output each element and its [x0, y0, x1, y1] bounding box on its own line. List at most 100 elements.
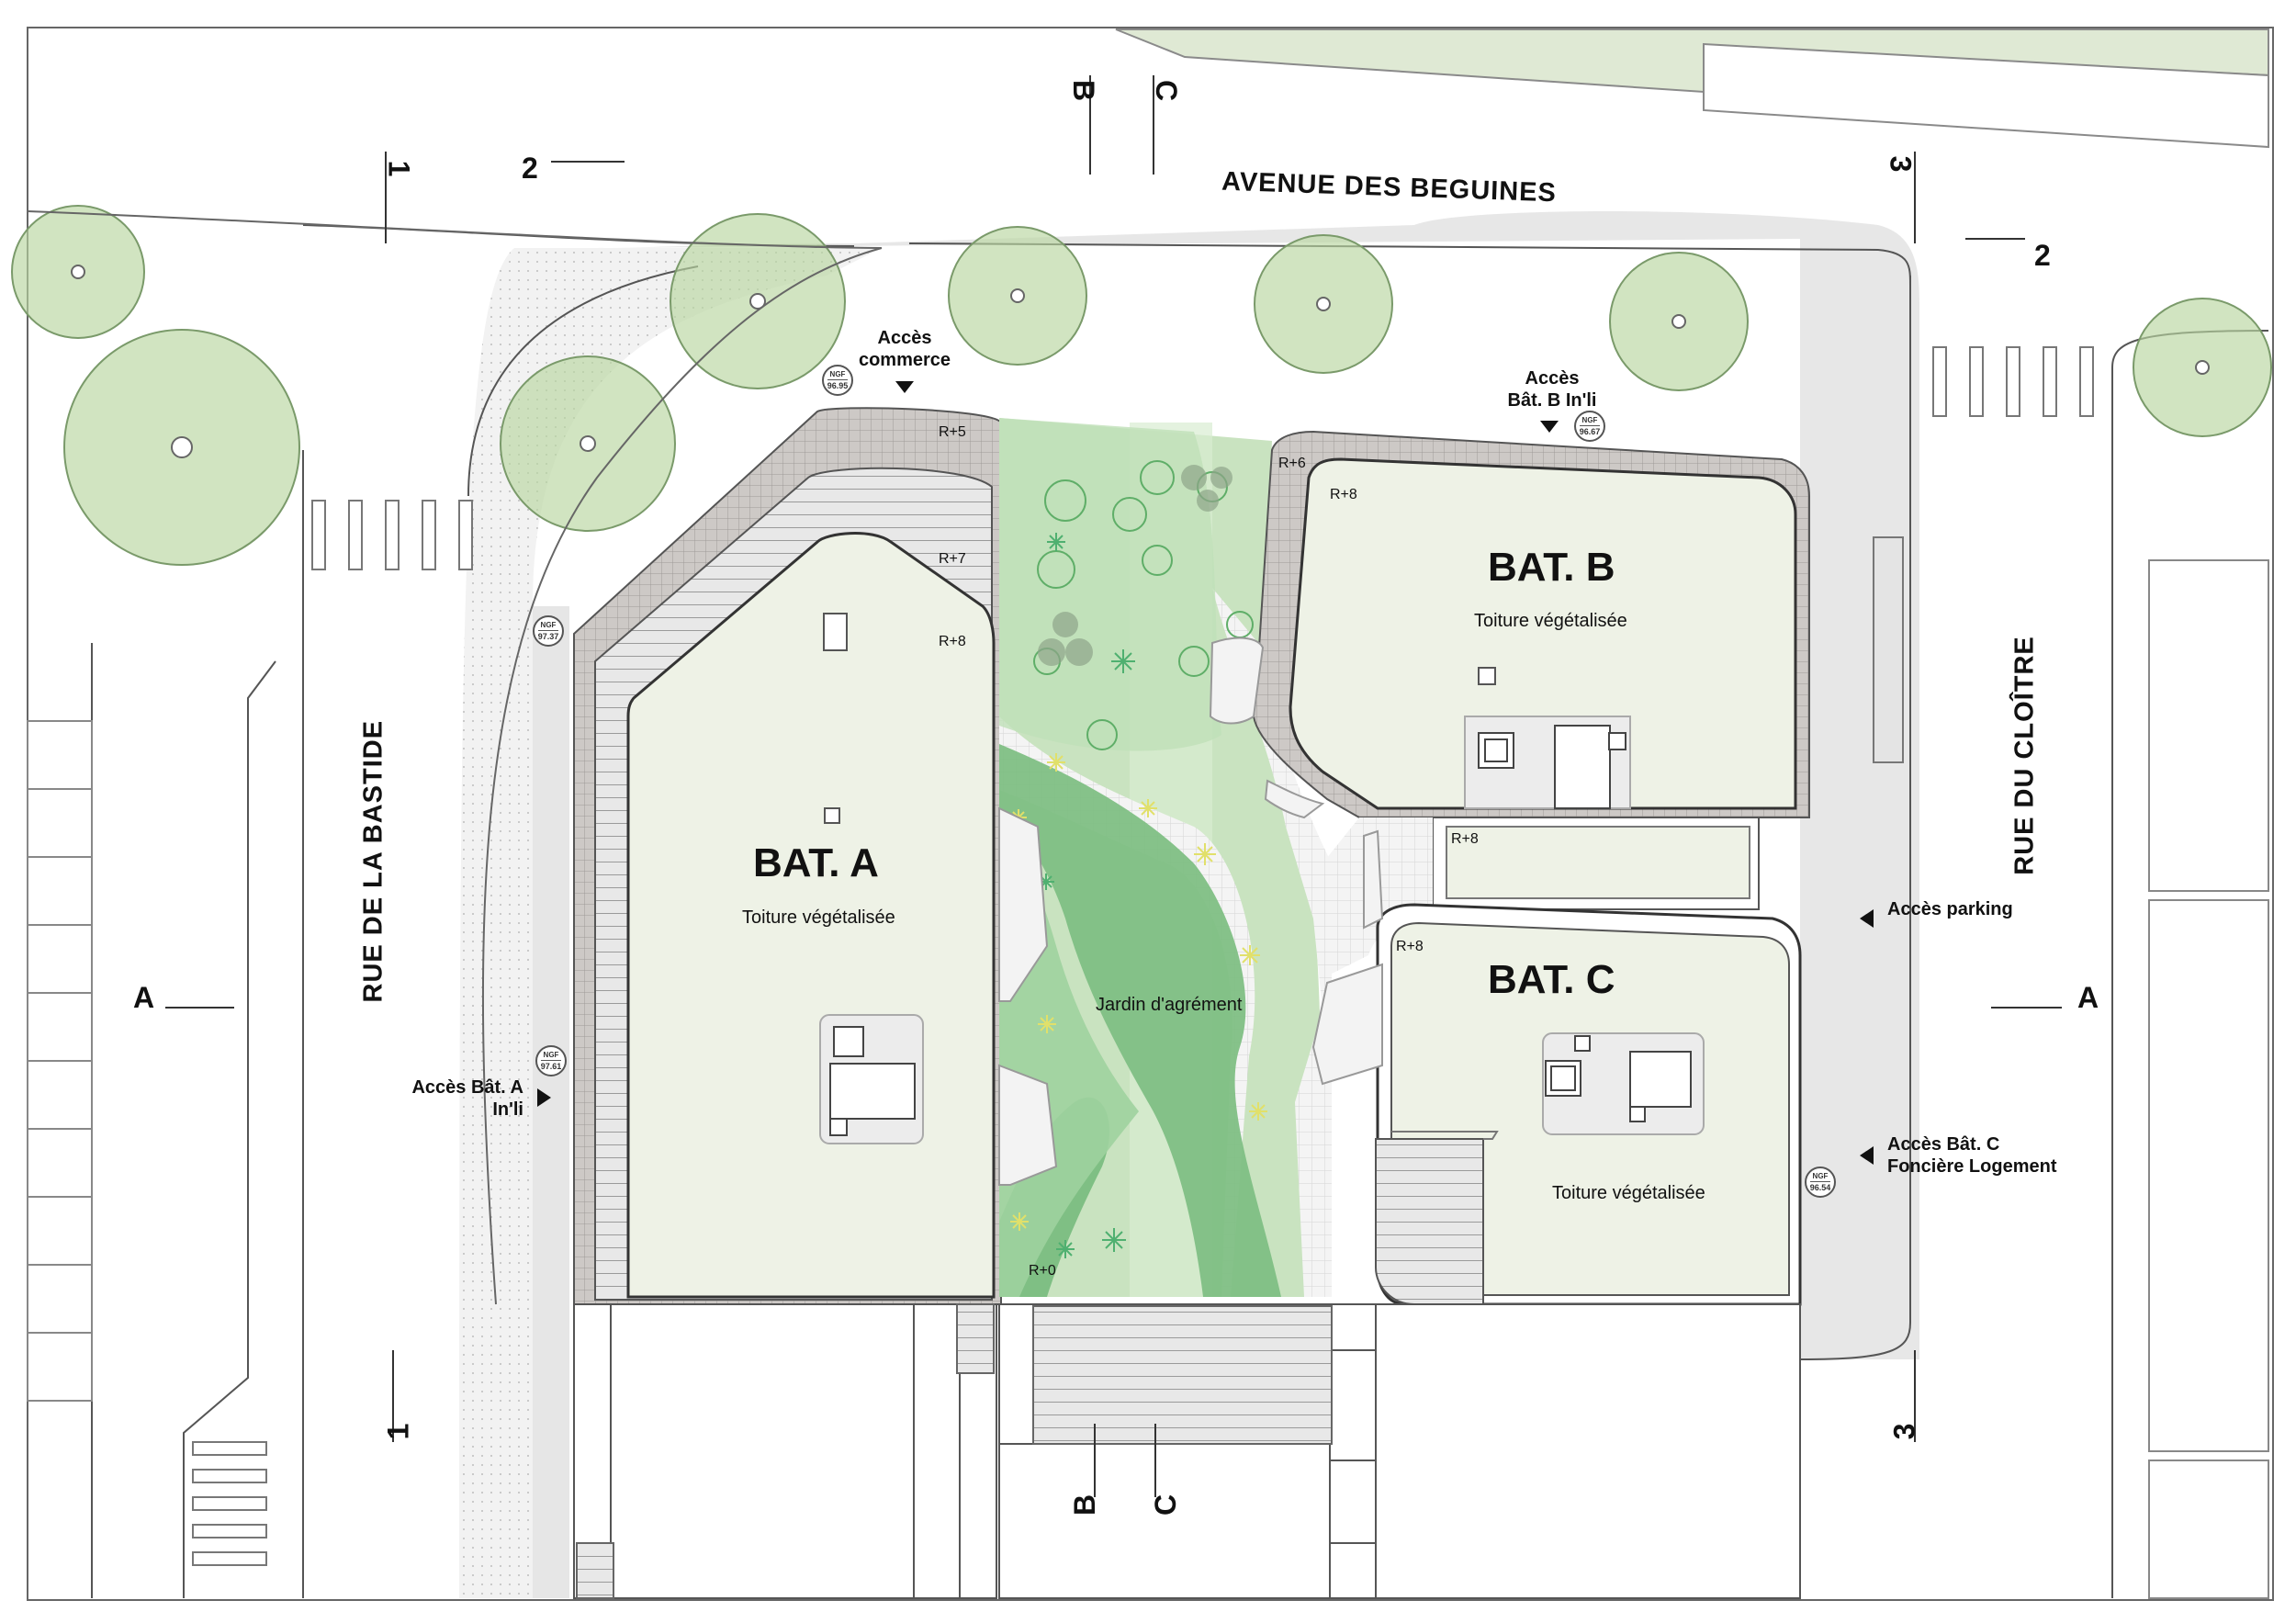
- street-name-east: RUE DU CLOÎTRE: [2009, 636, 2040, 875]
- access-arrows: [537, 381, 1874, 1165]
- arc-curve-2: [481, 247, 883, 1305]
- cut-label-c-top: C: [1150, 79, 1184, 102]
- cut-label-3-top: 3: [1884, 155, 1918, 173]
- arrow-parking: [1860, 909, 1874, 928]
- access-bat-b-line1: Accès: [1525, 368, 1580, 389]
- access-bat-b-label: Accès Bât. B In'li: [1488, 367, 1616, 411]
- ngf-marker-west-top: NGF 97.37: [533, 615, 564, 647]
- level-garden-r0: R+0: [1029, 1263, 1056, 1279]
- access-bat-a-line1: Accès Bât. A: [411, 1077, 523, 1098]
- access-bat-b-line2: Bât. B In'li: [1507, 390, 1597, 411]
- access-commerce-label: Accès commerce: [854, 327, 955, 371]
- garden-bays: [998, 637, 1384, 1186]
- ngf-marker-commerce: NGF 96.95: [822, 365, 853, 396]
- access-bat-c-line2: Foncière Logement: [1887, 1156, 2057, 1177]
- cut-label-c-bottom: C: [1149, 1493, 1183, 1516]
- ngf-label: NGF: [829, 370, 846, 378]
- arrow-bat-c: [1860, 1146, 1874, 1165]
- cut-label-1-bottom: 1: [381, 1423, 415, 1440]
- parking-stalls-east: [2148, 559, 2269, 1599]
- arc-curve: [27, 210, 883, 249]
- level-bc-r8: R+8: [1451, 831, 1479, 847]
- level-a-r5: R+5: [939, 424, 966, 440]
- parking-stalls-west: [27, 720, 93, 1402]
- bat-c-name: BAT. C: [1488, 957, 1615, 1002]
- bat-a-roof-equipment-2: [829, 1063, 916, 1120]
- bat-b-roof-equipment-1-inner: [1484, 738, 1508, 762]
- section-cut-lines: [165, 75, 2062, 1497]
- ngf-value-bat-a: 97.61: [540, 1062, 562, 1071]
- level-a-r7: R+7: [939, 551, 966, 567]
- tree-trunks: [71, 265, 2210, 458]
- garden-upper-light: [999, 418, 1221, 751]
- access-parking-label: Accès parking: [1887, 899, 2013, 919]
- bat-a-name: BAT. A: [753, 840, 879, 885]
- cut-label-2-right: 2: [2034, 239, 2051, 272]
- level-c-r8: R+8: [1396, 939, 1424, 954]
- bat-b-name: BAT. B: [1488, 545, 1615, 590]
- garden-dark-bed-1: [999, 744, 1281, 1297]
- link-building-roof-inner: [1446, 826, 1750, 899]
- building-outline-north: [1703, 42, 2269, 149]
- crosswalk-west: [311, 500, 473, 570]
- bat-a-roof-equipment-3: [829, 1118, 848, 1136]
- ngf-label: NGF: [1581, 416, 1598, 424]
- bat-c-roof-corner: [1391, 1131, 1499, 1140]
- access-bat-c-line1: Accès Bât. C: [1887, 1134, 2000, 1155]
- access-bat-a-line2: In'li: [492, 1099, 523, 1120]
- cut-label-b-bottom: B: [1068, 1493, 1102, 1516]
- bat-a-roof-hatch-2: [824, 807, 840, 824]
- garden-path-white: [1212, 588, 1332, 1297]
- crosswalk-east: [1932, 346, 2094, 417]
- bat-c-roof-equipment-1-inner: [1550, 1065, 1576, 1091]
- cut-label-a-left: A: [133, 981, 155, 1014]
- garden-label: Jardin d'agrément: [1096, 995, 1243, 1015]
- street-name-west: RUE DE LA BASTIDE: [358, 719, 388, 1003]
- bat-c-roof-equipment-2: [1574, 1035, 1591, 1052]
- bat-b-roof-hatch: [1478, 667, 1496, 685]
- level-b-r6: R+6: [1278, 456, 1306, 471]
- ngf-label: NGF: [1812, 1172, 1829, 1180]
- east-street-furniture: [1873, 536, 1904, 763]
- bat-b-roof: [1289, 457, 1797, 810]
- south-stairs-west: [576, 1542, 614, 1599]
- road-west-edges: [302, 265, 699, 1598]
- arrow-bat-a: [537, 1088, 551, 1107]
- ngf-marker-bat-c: NGF 96.54: [1805, 1167, 1836, 1198]
- bat-a-roof-label: Toiture végétalisée: [742, 907, 895, 928]
- access-bat-a-label: Accès Bât. A In'li: [395, 1076, 523, 1121]
- south-stairs: [1032, 1305, 1333, 1445]
- level-a-r8: R+8: [939, 634, 966, 649]
- ngf-value-commerce: 96.95: [827, 381, 849, 390]
- garden-trees-small: [1038, 465, 1232, 666]
- crosswalk-south-west: [192, 1441, 267, 1566]
- cut-label-1-top: 1: [382, 160, 416, 177]
- south-stairs-small: [956, 1303, 995, 1374]
- arrow-bat-b: [1540, 421, 1559, 433]
- ngf-label: NGF: [543, 1051, 559, 1059]
- ngf-label: NGF: [540, 621, 557, 629]
- road-east-edges: [1799, 276, 1911, 1360]
- access-commerce-line1: Accès: [877, 328, 932, 348]
- bat-b-roof-label: Toiture végétalisée: [1474, 611, 1627, 631]
- ngf-value-bat-b: 96.67: [1579, 427, 1601, 436]
- arrow-commerce: [895, 381, 914, 393]
- cut-label-2: 2: [522, 152, 538, 185]
- cut-label-3-bottom: 3: [1887, 1423, 1921, 1440]
- bat-c-roof-equipment-4: [1629, 1106, 1646, 1122]
- ngf-marker-bat-a: NGF 97.61: [535, 1045, 567, 1076]
- garden-green-stars: [1038, 533, 1135, 1258]
- cut-label-b-top: B: [1067, 79, 1101, 102]
- access-bat-c-label: Accès Bât. C Foncière Logement: [1887, 1133, 2056, 1178]
- ngf-value-bat-c: 96.54: [1809, 1183, 1831, 1192]
- ngf-value-west-top: 97.37: [537, 632, 559, 641]
- level-b-r8: R+8: [1330, 487, 1357, 502]
- bat-b-roof-equipment-3: [1608, 732, 1626, 750]
- bat-a-roof-equipment-1: [833, 1026, 864, 1057]
- access-commerce-line2: commerce: [858, 350, 951, 370]
- ngf-marker-bat-b: NGF 96.67: [1574, 411, 1605, 442]
- cut-label-a-right: A: [2077, 981, 2099, 1014]
- pavement-west-curved: [459, 248, 882, 1598]
- bat-b-roof-equipment-2: [1554, 725, 1611, 809]
